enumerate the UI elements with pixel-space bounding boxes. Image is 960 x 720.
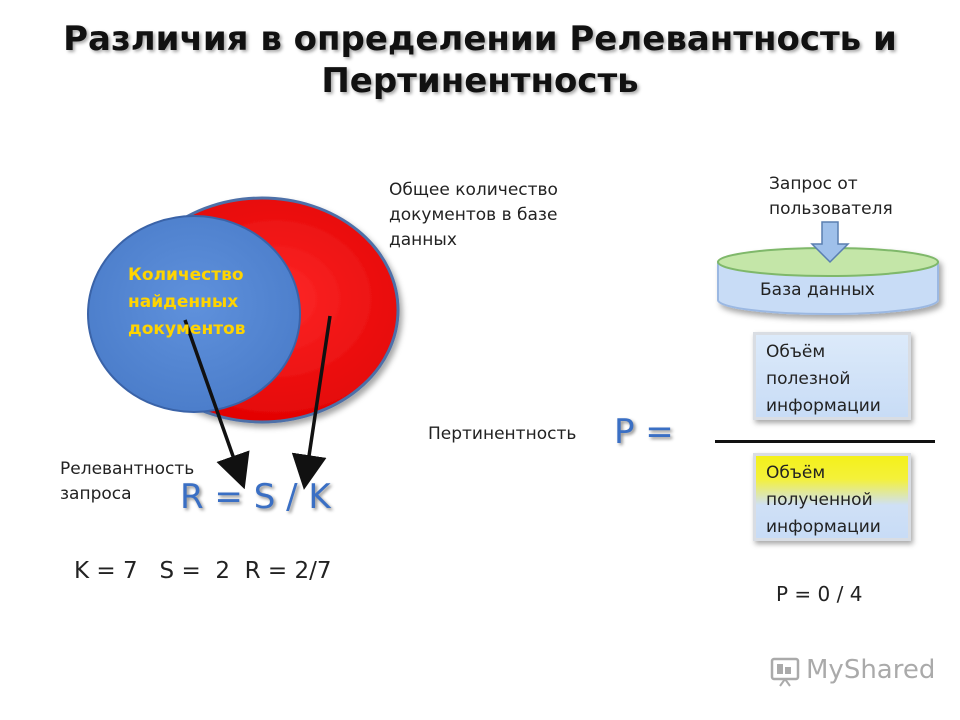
relevance-label: Релевантность запроса (60, 459, 195, 504)
database-icon (717, 247, 939, 315)
user-query-label: Запрос от пользователя (769, 174, 893, 219)
useful-information-box: Объём полезной информации (753, 332, 911, 420)
relevance-formula: R = S / K (180, 477, 331, 517)
found-documents-label: Количество найденных документов (128, 265, 246, 339)
database-label: База данных (760, 280, 875, 300)
received-information-box: Объём полученной информации (753, 453, 911, 541)
total-documents-label: Общее количество документов в базе данны… (389, 180, 558, 250)
presentation-board-icon (770, 657, 800, 687)
arrow-from-found (183, 319, 250, 490)
down-arrow-icon (810, 221, 850, 264)
pertinence-example: P = 0 / 4 (776, 582, 863, 606)
watermark: MyShared (770, 655, 935, 689)
pertinence-formula: P = (614, 412, 674, 452)
page-title: Различия в определении Релевантность и П… (63, 19, 897, 101)
fraction-line (715, 440, 935, 443)
watermark-text: MyShared (806, 655, 936, 685)
arrow-from-total (291, 315, 332, 490)
relevance-example: K = 7 S = 2 R = 2/7 (74, 558, 332, 584)
inner-ellipse-found-documents (87, 215, 301, 413)
pertinence-label: Пертинентность (428, 424, 577, 444)
